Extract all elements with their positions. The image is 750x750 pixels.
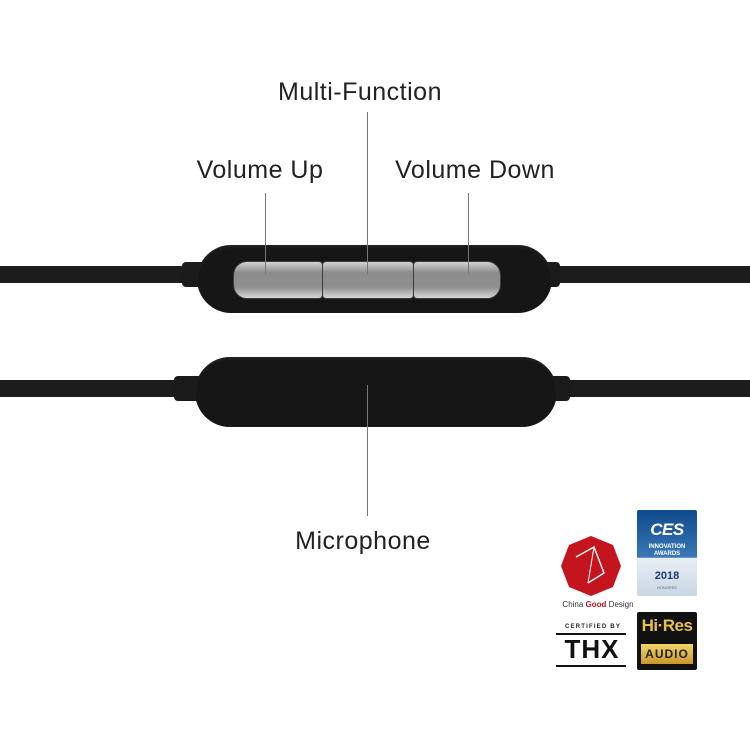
multi-function-leader — [367, 112, 368, 274]
volume-up-button[interactable] — [233, 261, 323, 299]
thx-logo: THX — [564, 634, 620, 664]
thx-certified-text: CERTIFIED BY — [564, 624, 622, 630]
audio-text: AUDIO — [641, 644, 693, 664]
multi-function-label: Multi-Function — [278, 78, 442, 106]
thx-frame — [556, 633, 626, 667]
microphone-leader — [367, 385, 368, 516]
volume-down-leader — [468, 193, 469, 274]
ces-logo: CES — [650, 520, 684, 539]
upper-cable — [0, 266, 200, 283]
hi-res-text: Hi·Res — [641, 616, 693, 635]
china-good-design-logo — [561, 536, 621, 596]
volume-down-label: Volume Down — [395, 156, 555, 184]
ces-year: 2018 — [654, 570, 680, 582]
lower-cable — [0, 380, 196, 397]
volume-down-button[interactable] — [413, 261, 501, 299]
lower-cable-right — [553, 380, 750, 397]
china-good-design-caption: China Good Design — [562, 600, 634, 609]
ces-honoree: HONOREE — [656, 585, 678, 590]
microphone-body — [195, 357, 557, 427]
upper-cable-right — [548, 266, 750, 283]
microphone-label: Microphone — [295, 527, 431, 555]
volume-up-label: Volume Up — [196, 156, 324, 184]
volume-up-leader — [265, 193, 266, 274]
hi-res-audio-badge: Hi·Res AUDIO — [637, 612, 697, 670]
multi-function-button[interactable] — [322, 261, 414, 299]
